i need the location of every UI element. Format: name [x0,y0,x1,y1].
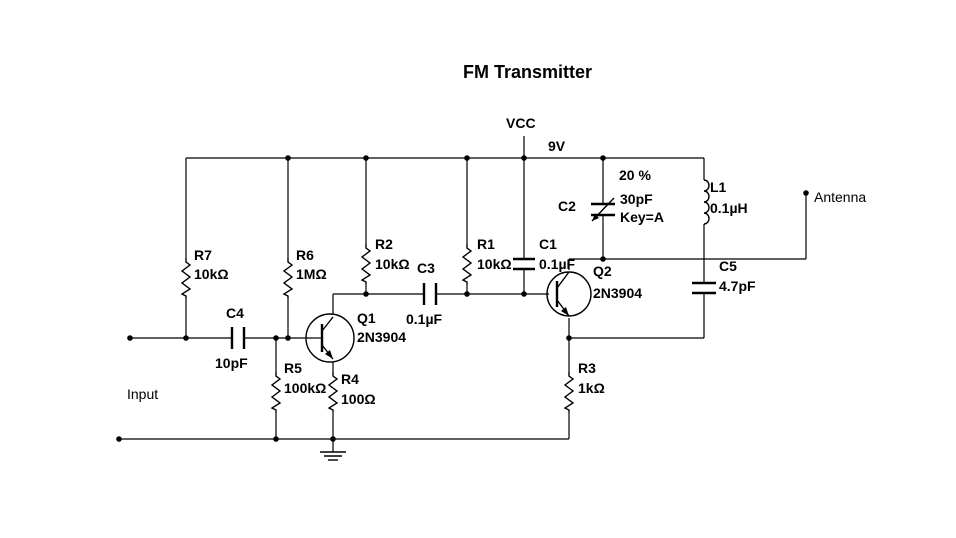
l1-value-label: 0.1µH [710,200,748,216]
resistor-r7 [180,258,192,298]
c2-percent-label: 20 % [619,167,651,183]
input-terminal [127,335,133,341]
c1-value-label: 0.1µF [539,256,576,272]
capacitor-c3 [422,283,438,305]
r5-ref-label: R5 [284,360,302,376]
diagram-title: FM Transmitter [463,62,592,82]
ground-symbol [320,451,346,461]
c4-ref-label: C4 [226,305,244,321]
capacitor-c1 [513,257,535,271]
q2-value-label: 2N3904 [593,285,642,301]
c2-value-label: 30pF [620,191,653,207]
c3-ref-label: C3 [417,260,435,276]
r7-ref-label: R7 [194,247,212,263]
q1-ref-label: Q1 [357,310,376,326]
c2-key-label: Key=A [620,209,664,225]
r1-value-label: 10kΩ [477,256,512,272]
q1-value-label: 2N3904 [357,329,406,345]
c4-value-label: 10pF [215,355,248,371]
q2-ref-label: Q2 [593,263,612,279]
r6-ref-label: R6 [296,247,314,263]
variable-capacitor-c2 [591,197,615,222]
resistor-r4 [327,372,339,412]
r4-value-label: 100Ω [341,391,376,407]
resistor-r6 [282,258,294,298]
r6-value-label: 1MΩ [296,266,327,282]
resistor-r5 [270,372,282,412]
c5-ref-label: C5 [719,258,737,274]
r2-value-label: 10kΩ [375,256,410,272]
junction-dots [116,155,809,442]
c3-value-label: 0.1µF [406,311,443,327]
ground-terminal [116,436,122,442]
r3-value-label: 1kΩ [578,380,605,396]
transistor-q1 [305,313,355,363]
resistor-r2 [360,244,372,284]
l1-ref-label: L1 [710,179,727,195]
inductor-l1 [703,179,710,225]
r1-ref-label: R1 [477,236,495,252]
transistor-q2 [546,271,592,317]
c5-value-label: 4.7pF [719,278,756,294]
c2-ref-label: C2 [558,198,576,214]
r7-value-label: 10kΩ [194,266,229,282]
resistor-r3 [563,372,575,412]
resistor-r1 [461,244,473,284]
r5-value-label: 100kΩ [284,380,326,396]
vcc-voltage-label: 9V [548,138,566,154]
r4-ref-label: R4 [341,371,359,387]
antenna-terminal [803,190,809,196]
wires [119,136,807,452]
vcc-label: VCC [506,115,536,131]
r3-ref-label: R3 [578,360,596,376]
c1-ref-label: C1 [539,236,557,252]
input-label: Input [127,386,158,402]
r2-ref-label: R2 [375,236,393,252]
antenna-label: Antenna [814,189,866,205]
capacitor-c5 [692,281,716,295]
capacitor-c4 [230,327,246,349]
